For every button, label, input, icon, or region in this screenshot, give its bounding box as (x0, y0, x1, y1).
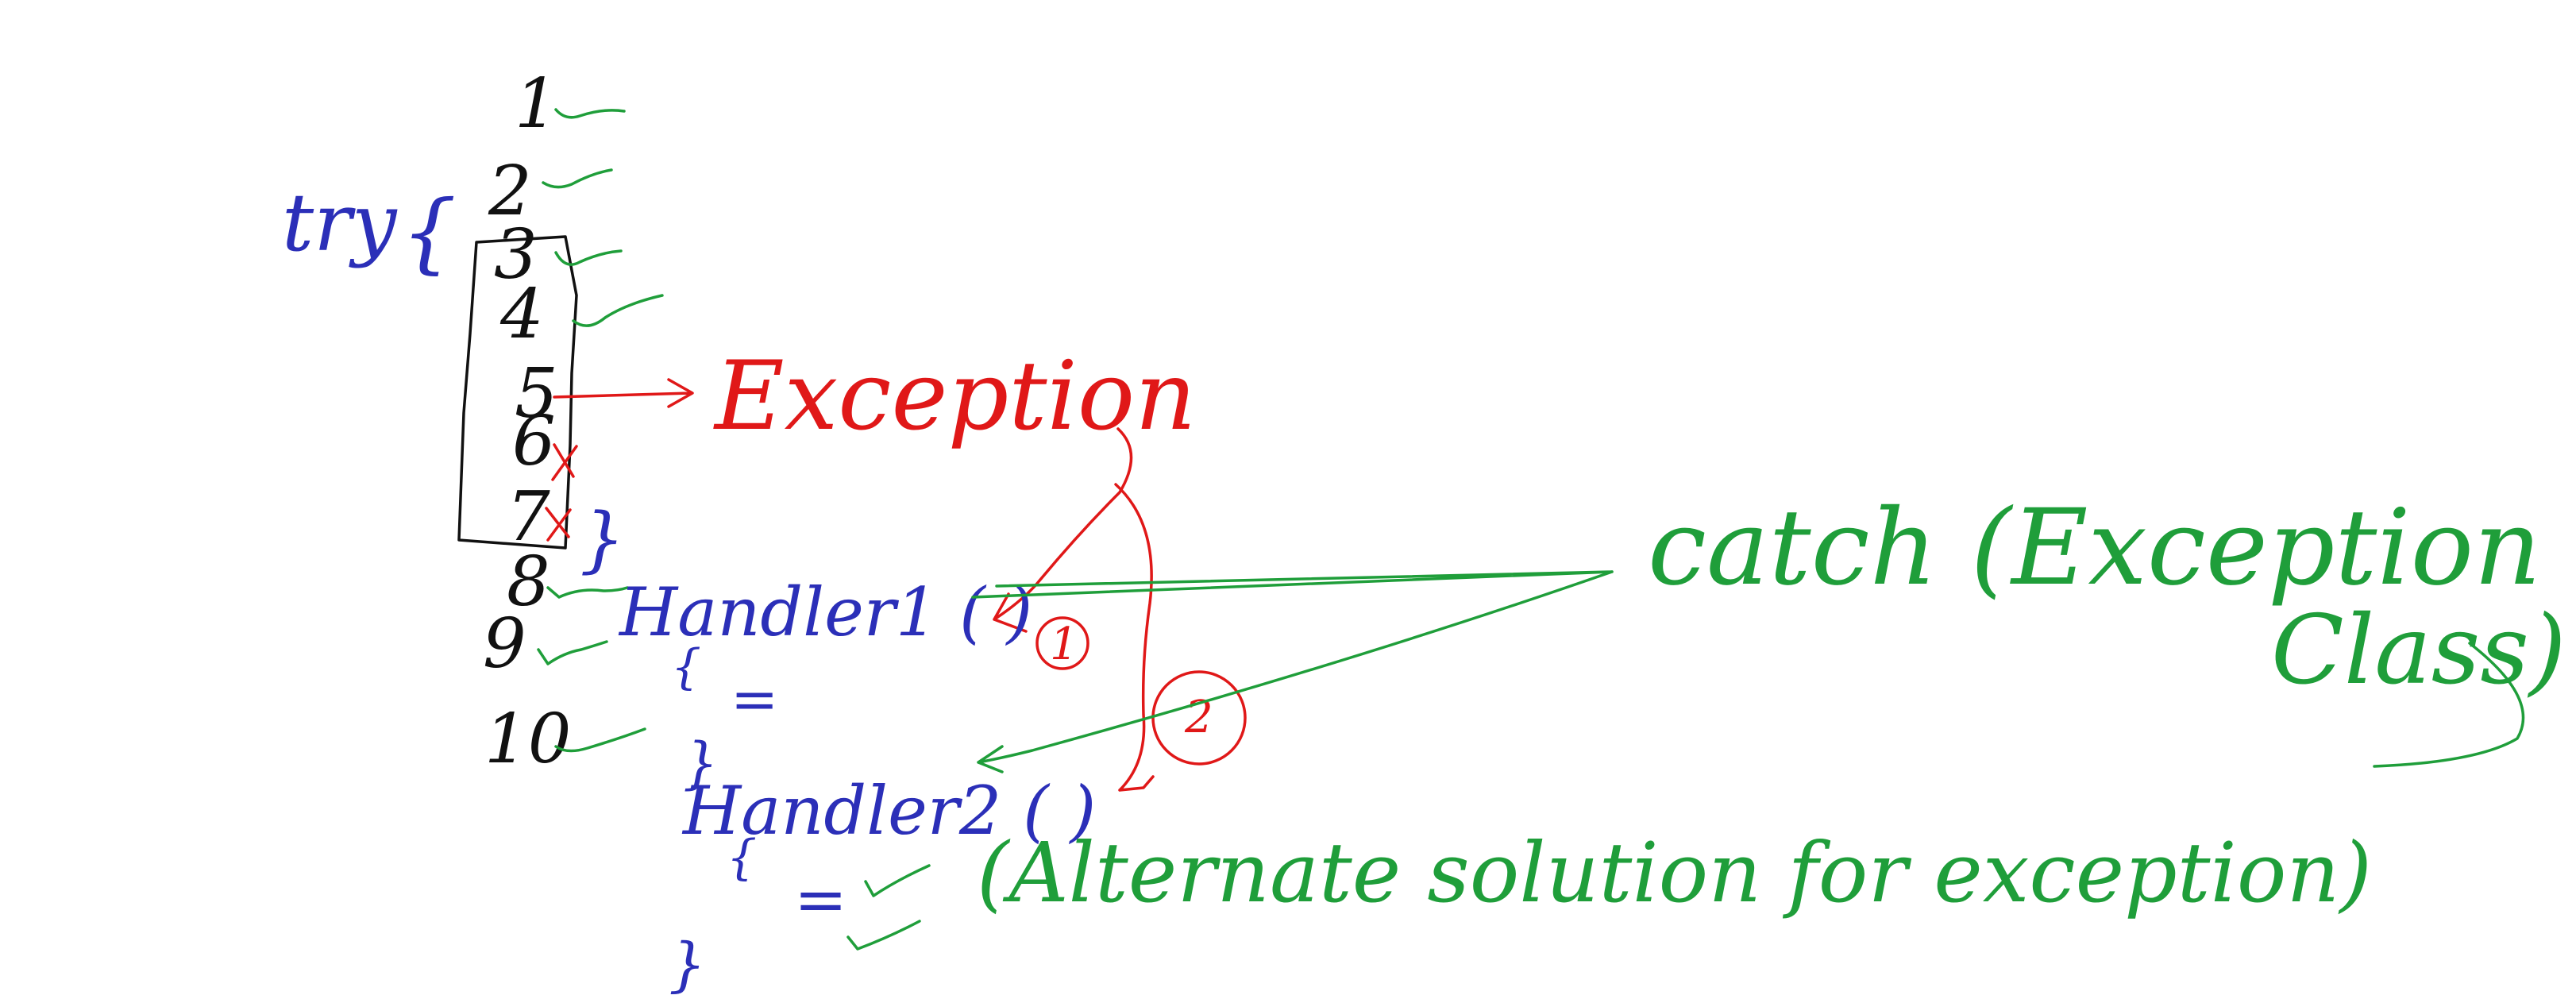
executed-check-marks (537, 108, 664, 753)
handler2-body: = (794, 862, 847, 936)
handler1-open-brace: { (671, 639, 701, 695)
try-label: try (282, 176, 398, 269)
line-number-3: 3 (494, 215, 538, 295)
catch-link-to-handler2 (977, 570, 1614, 773)
try-open-brace: { (401, 181, 457, 283)
line-number-2: 2 (488, 152, 532, 231)
exception-arrow (553, 378, 694, 408)
line-number-6: 6 (512, 402, 556, 481)
exception-flow-to-handler2 (1114, 483, 1155, 792)
handler2-close-brace: } (669, 931, 706, 999)
line-number-5: 5 (515, 354, 558, 434)
handler2-body-check-2 (846, 920, 921, 951)
check-mark-line-4 (572, 294, 664, 327)
line-number-4: 4 (499, 275, 544, 354)
handler1-label: Handler1 ( ) (618, 573, 1032, 651)
handler1-marker-circle (1035, 616, 1089, 670)
catch-label: catch (Exception (1648, 487, 2541, 609)
line-number-10: 10 (484, 700, 571, 779)
line-number-1: 1 (515, 64, 558, 144)
check-mark-line-9 (537, 640, 608, 665)
line-numbers: 1 2 3 4 5 6 7 8 9 10 (483, 64, 571, 779)
handler2-open-brace: { (727, 830, 757, 885)
check-mark-line-1 (554, 108, 626, 119)
check-mark-line-3 (554, 249, 623, 266)
catch-label-class: Class) (2271, 596, 2566, 706)
check-mark-line-10 (554, 727, 646, 753)
handler2-label: Handler2 ( ) (681, 772, 1096, 850)
check-mark-line-8 (546, 586, 629, 599)
line-number-8: 8 (507, 542, 550, 622)
handler1-marker: 1 (1050, 619, 1078, 670)
try-close-brace: } (580, 498, 625, 581)
catch-link-to-handler1 (971, 570, 1614, 599)
exception-label: Exception (713, 341, 1196, 452)
catch-closing-underline (2373, 642, 2525, 768)
handler2-body-check-1 (864, 864, 931, 897)
cross-mark-line-7 (545, 507, 572, 542)
check-mark-line-2 (542, 168, 613, 189)
line-number-9: 9 (483, 604, 526, 684)
skipped-cross-marks (545, 443, 578, 542)
alternate-solution-note: (Alternate solution for exception) (977, 824, 2372, 921)
handler1-body: = (731, 665, 778, 732)
cross-mark-line-6 (551, 443, 578, 481)
try-block-box (457, 235, 578, 550)
handler1-close-brace: } (683, 731, 719, 796)
